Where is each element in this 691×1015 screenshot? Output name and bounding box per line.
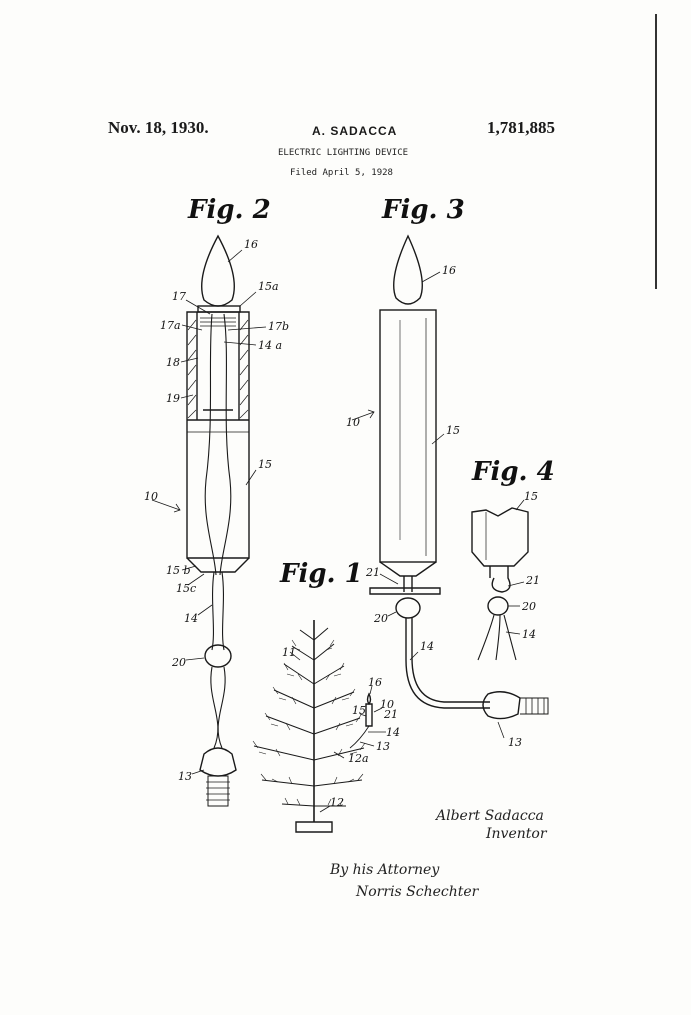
fig3-ref-13: 13 [508,736,522,749]
fig4-ref-15: 15 [524,490,538,503]
fig3-bottom-cap [379,561,437,577]
fig1-tree-base [295,821,333,833]
fig1-tree-branches [253,627,365,807]
fig2-bottom-cap [186,557,250,573]
patent-title: ELECTRIC LIGHTING DEVICE [278,148,409,158]
fig4-cord [477,614,517,661]
fig3-ref-21: 21 [365,566,380,579]
fig1-mini-candle [365,703,373,727]
fig1-label: Fig. 1 [279,559,363,589]
fig2-hatching [187,317,249,419]
by-attorney-text: By his Attorney [329,862,440,878]
signatures: Albert Sadacca Inventor By his Attorney … [329,808,548,900]
fig3-label: Fig. 3 [381,195,465,225]
fig3-cord [405,618,490,709]
fig2-ref-10: 10 [144,490,158,503]
fig1-ref-10: 10 [380,698,394,711]
figure-2: Fig. 2 [144,195,289,807]
attorney-signature: Norris Schechter [355,884,480,900]
inventor-signature: Albert Sadacca [434,808,544,824]
fig1-ref-14: 14 [386,726,400,739]
fig2-ref-17a: 17a [160,319,181,332]
fig2-ref-15: 15 [258,458,272,471]
patent-date: Nov. 18, 1930. [108,118,209,137]
fig2-ref-14a: 14 a [258,339,282,352]
fig1-tree-needles [252,639,366,806]
inventor-name: A. SADACCA [312,124,398,138]
fig4-ref-21: 21 [525,574,540,587]
fig2-ref-17b: 17b [268,320,289,333]
fig1-ref-12: 12 [330,796,344,809]
fig2-ref-15c: 15c [176,582,196,595]
fig2-label: Fig. 2 [187,195,271,225]
fig1-ref-12a: 12a [348,752,369,765]
fig2-wire-a [204,313,217,576]
fig3-clip [369,576,441,595]
fig2-plug [199,747,237,777]
fig2-flame-bulb [201,234,235,307]
fig1-ref-11: 11 [282,646,296,659]
fig3-ref-14: 14 [420,640,434,653]
fig3-ref-20: 20 [373,612,388,625]
fig2-ref-19: 19 [166,392,180,405]
fig2-ref-20: 20 [171,656,186,669]
figure-1: Fig. 1 [252,559,400,833]
fig1-ref-16: 16 [368,676,382,689]
fig2-wire-b [219,313,232,576]
fig3-ref-15: 15 [446,424,460,437]
fig2-ref-16: 16 [244,238,258,251]
fig3-bead [395,597,421,619]
fig2-ref-14: 14 [184,612,198,625]
fig2-ref-13: 13 [178,770,192,783]
fig4-label: Fig. 4 [471,457,555,487]
fig2-ref-15b: 15 b [166,564,191,577]
patent-number: 1,781,885 [487,118,555,137]
fig1-ref-21: 21 [383,708,398,721]
figure-4: Fig. 4 15 21 20 14 [471,457,555,661]
fig2-ref-15a: 15a [258,280,279,293]
fig3-candle-body [379,309,437,563]
fig1-ref-13: 13 [376,740,390,753]
fig4-candle-stub [471,507,529,567]
fig4-ref-14: 14 [522,628,536,641]
fig3-plug [482,691,521,720]
fig2-bead [204,644,232,668]
fig2-ref-17: 17 [172,290,186,303]
inventor-label: Inventor [485,826,548,842]
page-edge-line [655,14,657,289]
fig4-clip [489,566,511,593]
figure-3: Fig. 3 16 10 15 21 20 14 [346,195,549,749]
fig2-ref-18: 18 [166,356,180,369]
fig3-ref-16: 16 [442,264,456,277]
fig3-ref-10: 10 [346,416,360,429]
fig1-ref-15: 15 [352,704,366,717]
filed-date: Filed April 5, 1928 [290,168,393,178]
fig2-cord [211,571,225,651]
fig3-flame-bulb [393,234,423,305]
fig4-ref-20: 20 [521,600,536,613]
fig4-bead [487,596,509,616]
